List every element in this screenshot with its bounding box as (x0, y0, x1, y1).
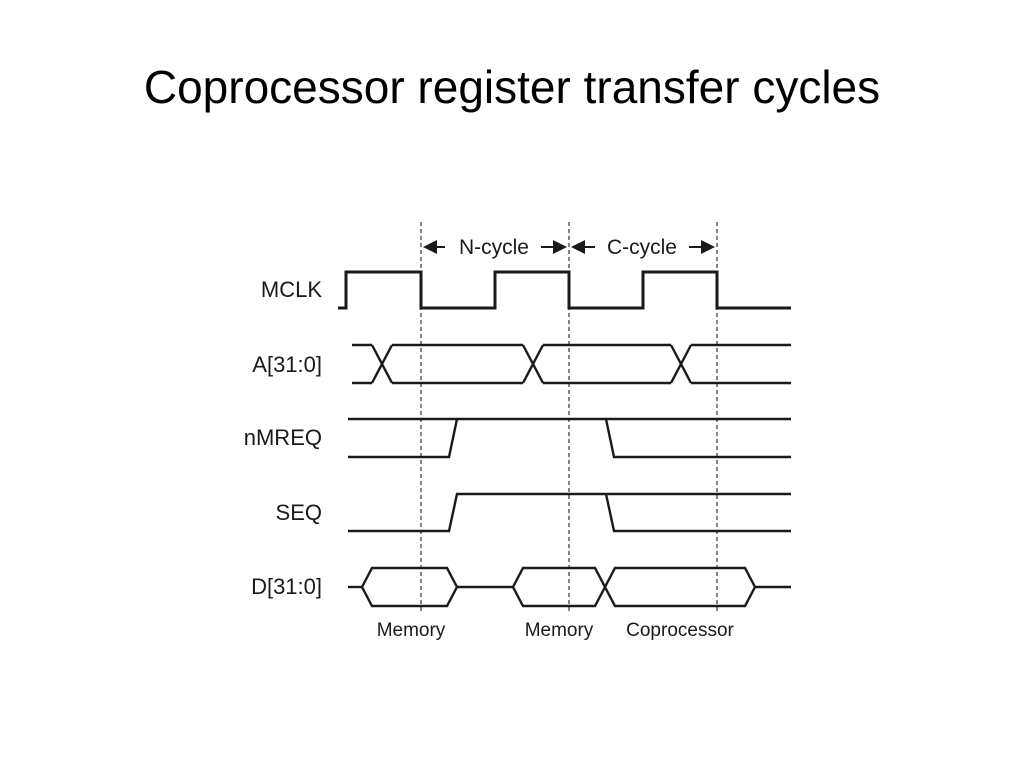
n-cycle-arrow (423, 240, 567, 254)
coprocessor-label: Coprocessor (626, 620, 734, 641)
c-cycle-label: C-cycle (607, 236, 677, 259)
slide-title: Coprocessor register transfer cycles (143, 61, 881, 113)
n-cycle-label: N-cycle (459, 236, 529, 259)
data-bus-waveform (348, 566, 791, 608)
data-bus-label: D[31:0] (251, 574, 322, 599)
c-cycle-arrow (571, 240, 715, 254)
memory-label-2: Memory (525, 620, 594, 641)
memory-label-1: Memory (377, 620, 446, 641)
nmreq-label: nMREQ (244, 425, 322, 450)
nmreq-waveform (348, 417, 791, 459)
mclk-label: MCLK (261, 277, 322, 302)
seq-label: SEQ (276, 500, 322, 525)
address-bus-label: A[31:0] (252, 352, 322, 377)
seq-waveform (348, 492, 791, 533)
address-bus-waveform (352, 343, 791, 385)
mclk-waveform (338, 270, 791, 310)
